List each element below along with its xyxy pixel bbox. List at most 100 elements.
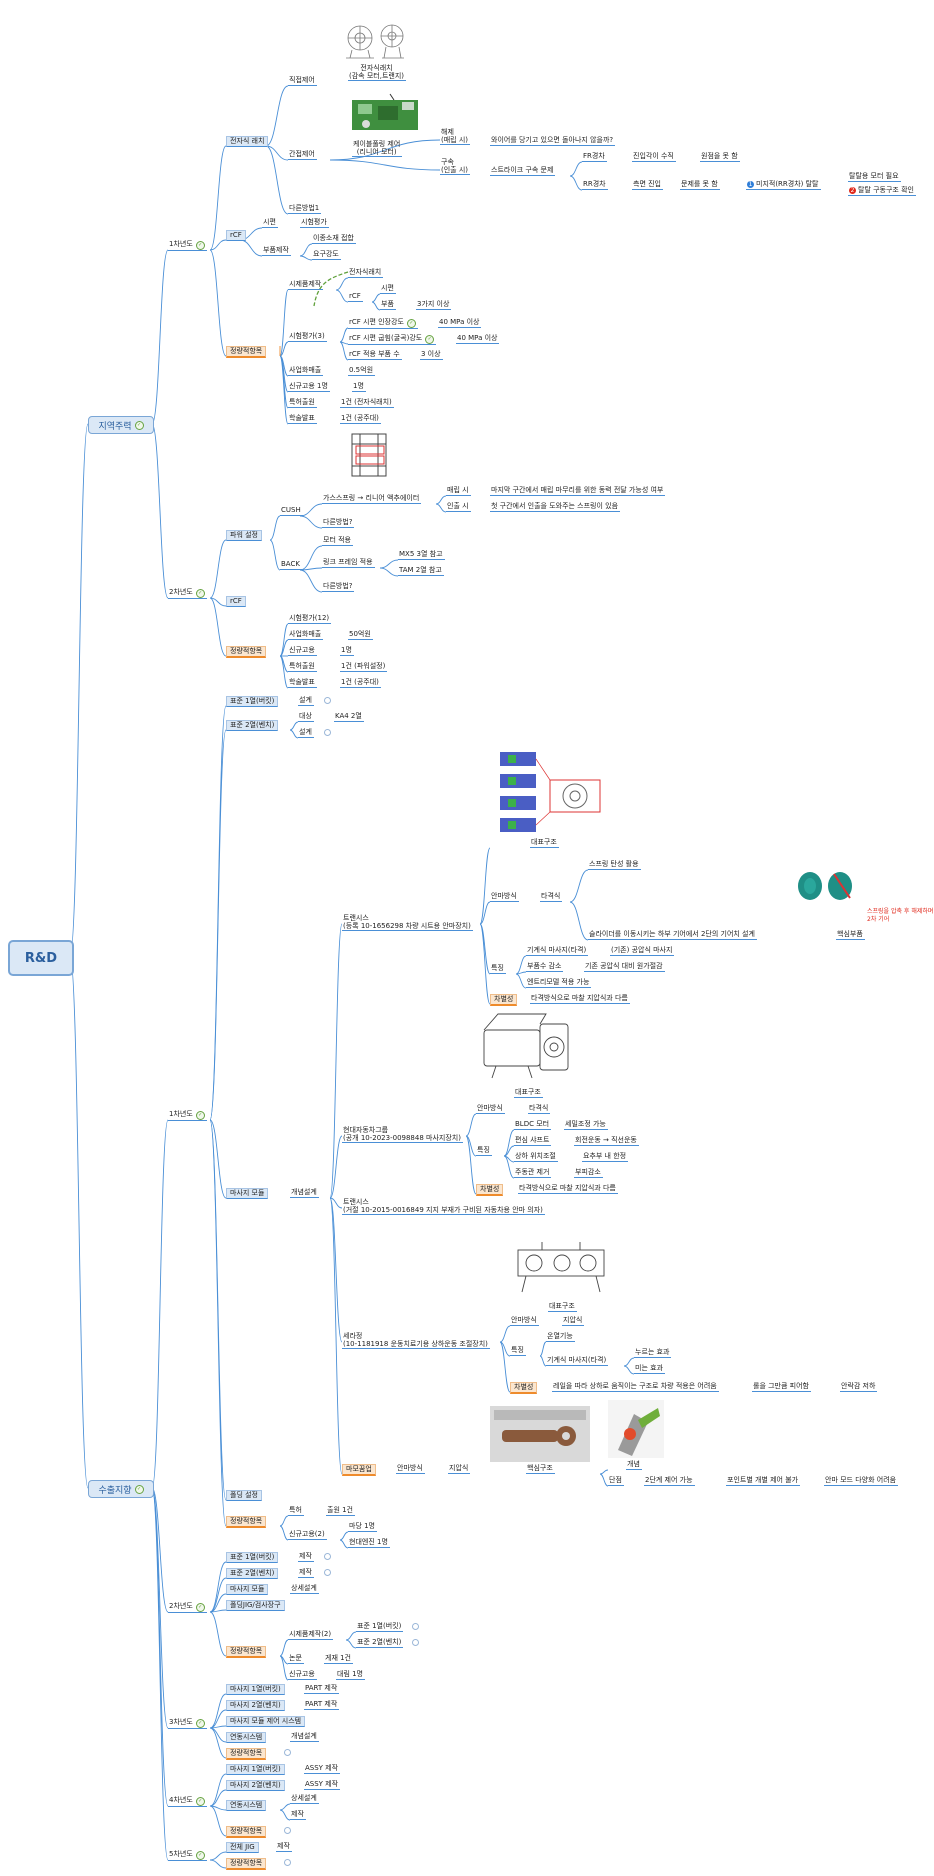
cush-b[interactable]: 다른방법? <box>322 518 355 528</box>
p2-feat-d-v[interactable]: 부피감소 <box>574 1168 603 1178</box>
patent4[interactable]: 세라정 (10-1181918 운동치료기용 상하운동 조절장치) <box>342 1332 490 1349</box>
std1-a[interactable]: 제작 <box>298 1552 314 1562</box>
cush-a[interactable]: 가스스프링 → 리니어 액추에이터 <box>322 494 422 504</box>
q-sales-v[interactable]: 50억원 <box>348 630 373 640</box>
year-node[interactable]: 4차년도✓ <box>168 1796 207 1807</box>
patent2[interactable]: 현대자동차그룹 (공개 10-2023-0098848 마사지장치) <box>342 1126 463 1143</box>
q-sales[interactable]: 사업화매출 <box>288 366 324 376</box>
p2-feat-d[interactable]: 주동관 제거 <box>514 1168 552 1178</box>
p1-struct[interactable]: 대표구조 <box>530 838 559 848</box>
q-paper-v[interactable]: 게재 1건 <box>324 1654 353 1664</box>
p1-mode-a[interactable]: 스프링 탄성 활용 <box>588 860 641 870</box>
massage-module[interactable]: 마사지 모듈 <box>226 1188 269 1199</box>
q-paper[interactable]: 학술발표 <box>288 414 317 424</box>
q-test-a-v[interactable]: 40 MPa 이상 <box>438 318 482 328</box>
std2-a[interactable]: 제작 <box>298 1568 314 1578</box>
q-sales[interactable]: 사업화매출 <box>288 630 324 640</box>
rcf-part-b[interactable]: 요구강도 <box>312 250 341 260</box>
m2-v[interactable]: ASSY 제작 <box>304 1780 341 1790</box>
p2-feat[interactable]: 특징 <box>476 1146 492 1156</box>
q-proto[interactable]: 시제품제작(2) <box>288 1630 334 1640</box>
folding-setting[interactable]: 폴딩 설정 <box>226 1490 262 1501</box>
q-patent-v[interactable]: 출원 1건 <box>326 1506 355 1516</box>
rcf-y2[interactable]: rCF <box>226 596 246 607</box>
q-patent[interactable]: 특허 <box>288 1506 304 1516</box>
link-system[interactable]: 연동시스템 <box>226 1800 267 1811</box>
p2-feat-c[interactable]: 상하 위치조절 <box>514 1152 558 1162</box>
p2-feat-a[interactable]: BLDC 모터 <box>514 1120 552 1130</box>
year-node[interactable]: 3차년도✓ <box>168 1718 207 1729</box>
expand-toggle[interactable] <box>284 1749 291 1756</box>
fr-a[interactable]: 진입각이 수직 <box>632 152 676 162</box>
rcf-spec-eval[interactable]: 시험평가 <box>300 218 329 228</box>
m1[interactable]: 마사지 1열(버킷) <box>226 1684 285 1695</box>
p4-struct[interactable]: 대표구조 <box>548 1302 577 1312</box>
q-hire[interactable]: 신규고용(2) <box>288 1530 327 1540</box>
restrain-desc[interactable]: 스트라이크 구속 문제 <box>490 166 556 176</box>
p2-struct[interactable]: 대표구조 <box>514 1088 543 1098</box>
quant-local-y1[interactable]: 정량적항목 <box>226 346 267 358</box>
p2-diff[interactable]: 차별성 <box>476 1184 504 1196</box>
jig-v[interactable]: 제작 <box>276 1842 292 1852</box>
expand-toggle[interactable] <box>324 1569 331 1576</box>
p1-mode-b-v[interactable]: 핵심부품 <box>836 930 865 940</box>
std2[interactable]: 표준 2열(벤치) <box>226 1568 279 1579</box>
p4-feat-b2[interactable]: 미는 효과 <box>634 1364 665 1374</box>
p4-feat[interactable]: 특징 <box>510 1346 526 1356</box>
direct-sub[interactable]: 전자식래치 (감속 모터,트랜지) <box>348 64 406 81</box>
p2-mode-v[interactable]: 타격식 <box>528 1104 551 1114</box>
back-b2[interactable]: TAM 2열 참고 <box>398 566 444 576</box>
cush-a2-v[interactable]: 첫 구간에서 인출을 도와주는 스프링이 있음 <box>490 502 621 512</box>
q-test-c-v[interactable]: 3 이상 <box>420 350 443 360</box>
massage-module[interactable]: 마사지 모듈 <box>226 1584 269 1595</box>
q-patent-v[interactable]: 1건 (파워설정) <box>340 662 388 672</box>
q-paper[interactable]: 학술발표 <box>288 678 317 688</box>
q-proto-part-v[interactable]: 3가지 이상 <box>416 300 452 310</box>
m1[interactable]: 마사지 1열(버킷) <box>226 1764 285 1775</box>
p1-feat-a-v[interactable]: (기존) 공압식 마사지 <box>610 946 675 956</box>
p2-feat-b-v[interactable]: 회전운동 → 직선운동 <box>574 1136 639 1146</box>
q-hire-v[interactable]: 1명 <box>352 382 366 392</box>
link-a[interactable]: 상세설계 <box>290 1794 319 1804</box>
p1-diff[interactable]: 차별성 <box>490 994 518 1006</box>
q-test[interactable]: 시험평가(3) <box>288 332 327 342</box>
folding-jig[interactable]: 폴딩JIG/검사장구 <box>226 1600 285 1611</box>
q-sales-v[interactable]: 0.5억원 <box>348 366 376 376</box>
q-hire-v[interactable]: 대림 1명 <box>336 1670 365 1680</box>
q-test-a[interactable]: rCF 시편 인장강도✓ <box>348 318 418 329</box>
p4-diff[interactable]: 차별성 <box>510 1382 538 1394</box>
rr-a[interactable]: 측면 진입 <box>632 180 663 190</box>
expand-toggle[interactable] <box>324 729 331 736</box>
p4-feat-b1[interactable]: 누르는 효과 <box>634 1348 672 1358</box>
rcf-part[interactable]: 부품제작 <box>262 246 291 256</box>
fr-b[interactable]: 원점을 못 함 <box>700 152 740 162</box>
p2-diff-v[interactable]: 타격방식으로 마찰 지압식과 다름 <box>518 1184 618 1194</box>
q-proto-rcf[interactable]: rCF <box>348 292 363 302</box>
restrain[interactable]: 구속 (인출 시) <box>440 158 471 175</box>
own-diff[interactable]: 단점 <box>608 1476 624 1486</box>
own-concept[interactable]: 개념 <box>626 1460 642 1470</box>
own-diff-c[interactable]: 안마 모드 다양화 어려움 <box>824 1476 899 1486</box>
rr-d[interactable]: 탈탈용 모터 필요 <box>848 172 901 182</box>
p2-feat-a-v[interactable]: 세밀조정 가능 <box>564 1120 608 1130</box>
m2-v[interactable]: PART 제작 <box>304 1700 340 1710</box>
p4-mode-v[interactable]: 지압식 <box>562 1316 585 1326</box>
expand-toggle[interactable] <box>324 1553 331 1560</box>
p1-mode[interactable]: 안마방식 <box>490 892 519 902</box>
p1-mode-v[interactable]: 타격식 <box>540 892 563 902</box>
q-hire-v[interactable]: 1명 <box>340 646 354 656</box>
q-patent-v[interactable]: 1건 (전자식래치) <box>340 398 394 408</box>
std1[interactable]: 표준 1열(버킷) <box>226 696 279 707</box>
p1-red-note[interactable]: 스프링을 압축 후 해제하며 시키는 핵심구조 2차 기어 <box>867 908 934 923</box>
link-b[interactable]: 제작 <box>290 1810 306 1820</box>
quant-local-y2[interactable]: 정량적항목 <box>226 646 267 658</box>
power-setting[interactable]: 파워 설정 <box>226 530 262 541</box>
solenoid-latch[interactable]: 전자식 래치 <box>226 136 269 147</box>
own-diff-b[interactable]: 포인트별 개별 제어 불가 <box>726 1476 801 1486</box>
q-paper-v[interactable]: 1건 (공주대) <box>340 414 381 424</box>
q-test-b-v[interactable]: 40 MPa 이상 <box>456 334 500 344</box>
expand-toggle[interactable] <box>324 697 331 704</box>
p2-feat-b[interactable]: 편심 샤프트 <box>514 1136 552 1146</box>
quant-exp-y1[interactable]: 정량적항목 <box>226 1516 267 1528</box>
q-paper[interactable]: 논문 <box>288 1654 304 1664</box>
